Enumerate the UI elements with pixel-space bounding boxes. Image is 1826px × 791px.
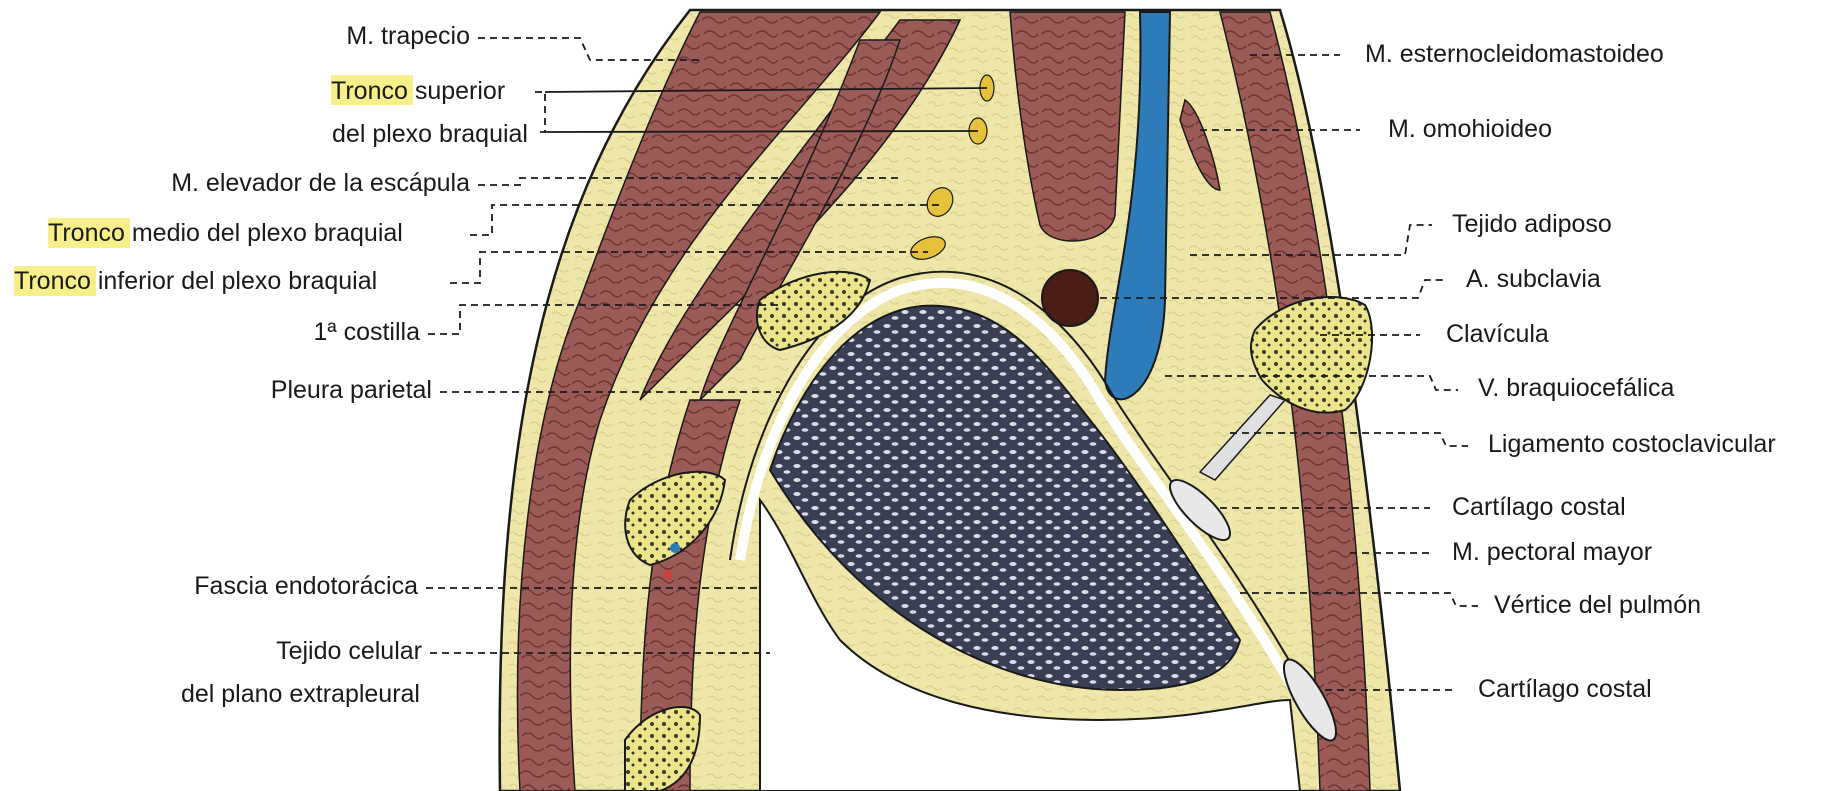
label-clavicula: Clavícula: [1446, 320, 1549, 348]
label-tronco-superior: Tronco superior: [331, 77, 505, 105]
label-trapecio: M. trapecio: [346, 22, 470, 50]
label-primera-costilla: 1ª costilla: [313, 318, 420, 346]
label-pectoral-mayor: M. pectoral mayor: [1452, 538, 1652, 566]
label-pleura-parietal: Pleura parietal: [271, 376, 432, 404]
label-cartilago-costal-2: Cartílago costal: [1478, 675, 1652, 703]
label-plano-extrapleural: del plano extrapleural: [181, 680, 420, 708]
label-tejido-adiposo: Tejido adiposo: [1452, 210, 1612, 238]
label-fascia-endotoracica: Fascia endotorácica: [194, 572, 418, 600]
label-tejido-celular: Tejido celular: [276, 637, 422, 665]
label-cartilago-costal-1: Cartílago costal: [1452, 493, 1626, 521]
label-vertice-pulmon: Vértice del pulmón: [1494, 591, 1701, 619]
label-esternocleidomastoideo: M. esternocleidomastoideo: [1365, 40, 1664, 68]
label-omohioideo: M. omohioideo: [1388, 115, 1552, 143]
label-del-plexo-braquial: del plexo braquial: [332, 120, 528, 148]
label-tronco-inferior: Tronco inferior del plexo braquial: [14, 267, 377, 295]
label-ligamento-costoclavicular: Ligamento costoclavicular: [1488, 430, 1776, 458]
vaso-rojo: [663, 570, 673, 580]
label-arteria-subclavia: A. subclavia: [1466, 265, 1601, 293]
label-vena-braquiocefalica: V. braquiocefálica: [1478, 374, 1675, 402]
vaso-azul: [670, 543, 680, 553]
illustration: [500, 10, 1400, 791]
label-tronco-medio: Tronco medio del plexo braquial: [48, 219, 403, 247]
label-elevador-escapula: M. elevador de la escápula: [171, 169, 470, 197]
